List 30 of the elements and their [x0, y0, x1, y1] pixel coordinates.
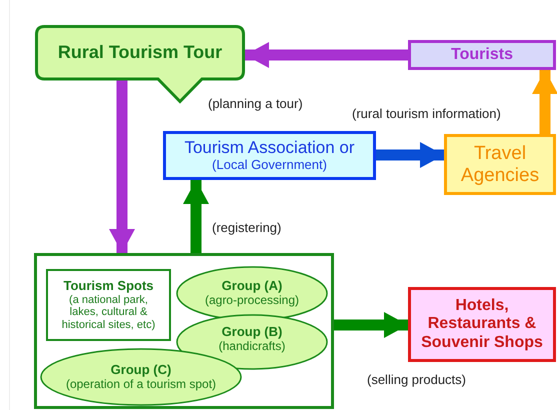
- arrow: [109, 79, 135, 253]
- process-box: [444, 134, 556, 195]
- node-title: Travel Agencies: [460, 142, 540, 186]
- node-title: Tourists: [451, 46, 513, 64]
- node-title: Tourism Spots: [63, 278, 154, 294]
- arrow: [245, 42, 408, 68]
- annotation-text: (rural tourism information): [352, 106, 501, 121]
- annotation-text: (registering): [212, 220, 282, 235]
- arrow: [532, 70, 557, 134]
- node-subtitle: (agro-processing): [204, 294, 300, 308]
- node-title: Rural Tourism Tour: [58, 42, 222, 62]
- node-title: Hotels, Restaurants & Souvenir Shops: [420, 296, 544, 352]
- process-box: [46, 269, 171, 341]
- node-title: Group (A): [222, 279, 282, 294]
- node-title: Tourism Association or: [184, 138, 355, 158]
- process-box: [408, 287, 556, 362]
- node-title: Group (C): [110, 362, 172, 378]
- node-subtitle: (handicrafts): [218, 340, 286, 354]
- arrow: [183, 180, 209, 253]
- arrow: [376, 142, 444, 168]
- annotation-text: (planning a tour): [208, 96, 303, 111]
- arrow: [334, 312, 408, 338]
- group-box: [34, 253, 334, 409]
- node-title: Group (B): [222, 324, 282, 340]
- annotation-text: (selling products): [367, 372, 466, 387]
- node-subtitle: (a national park, lakes, cultural & historical sites, etc): [60, 294, 156, 332]
- node-subtitle: (Local Government): [212, 158, 327, 173]
- process-box: [408, 40, 556, 70]
- node-subtitle: (operation of a tourism spot): [66, 378, 216, 392]
- process-box: [163, 131, 376, 180]
